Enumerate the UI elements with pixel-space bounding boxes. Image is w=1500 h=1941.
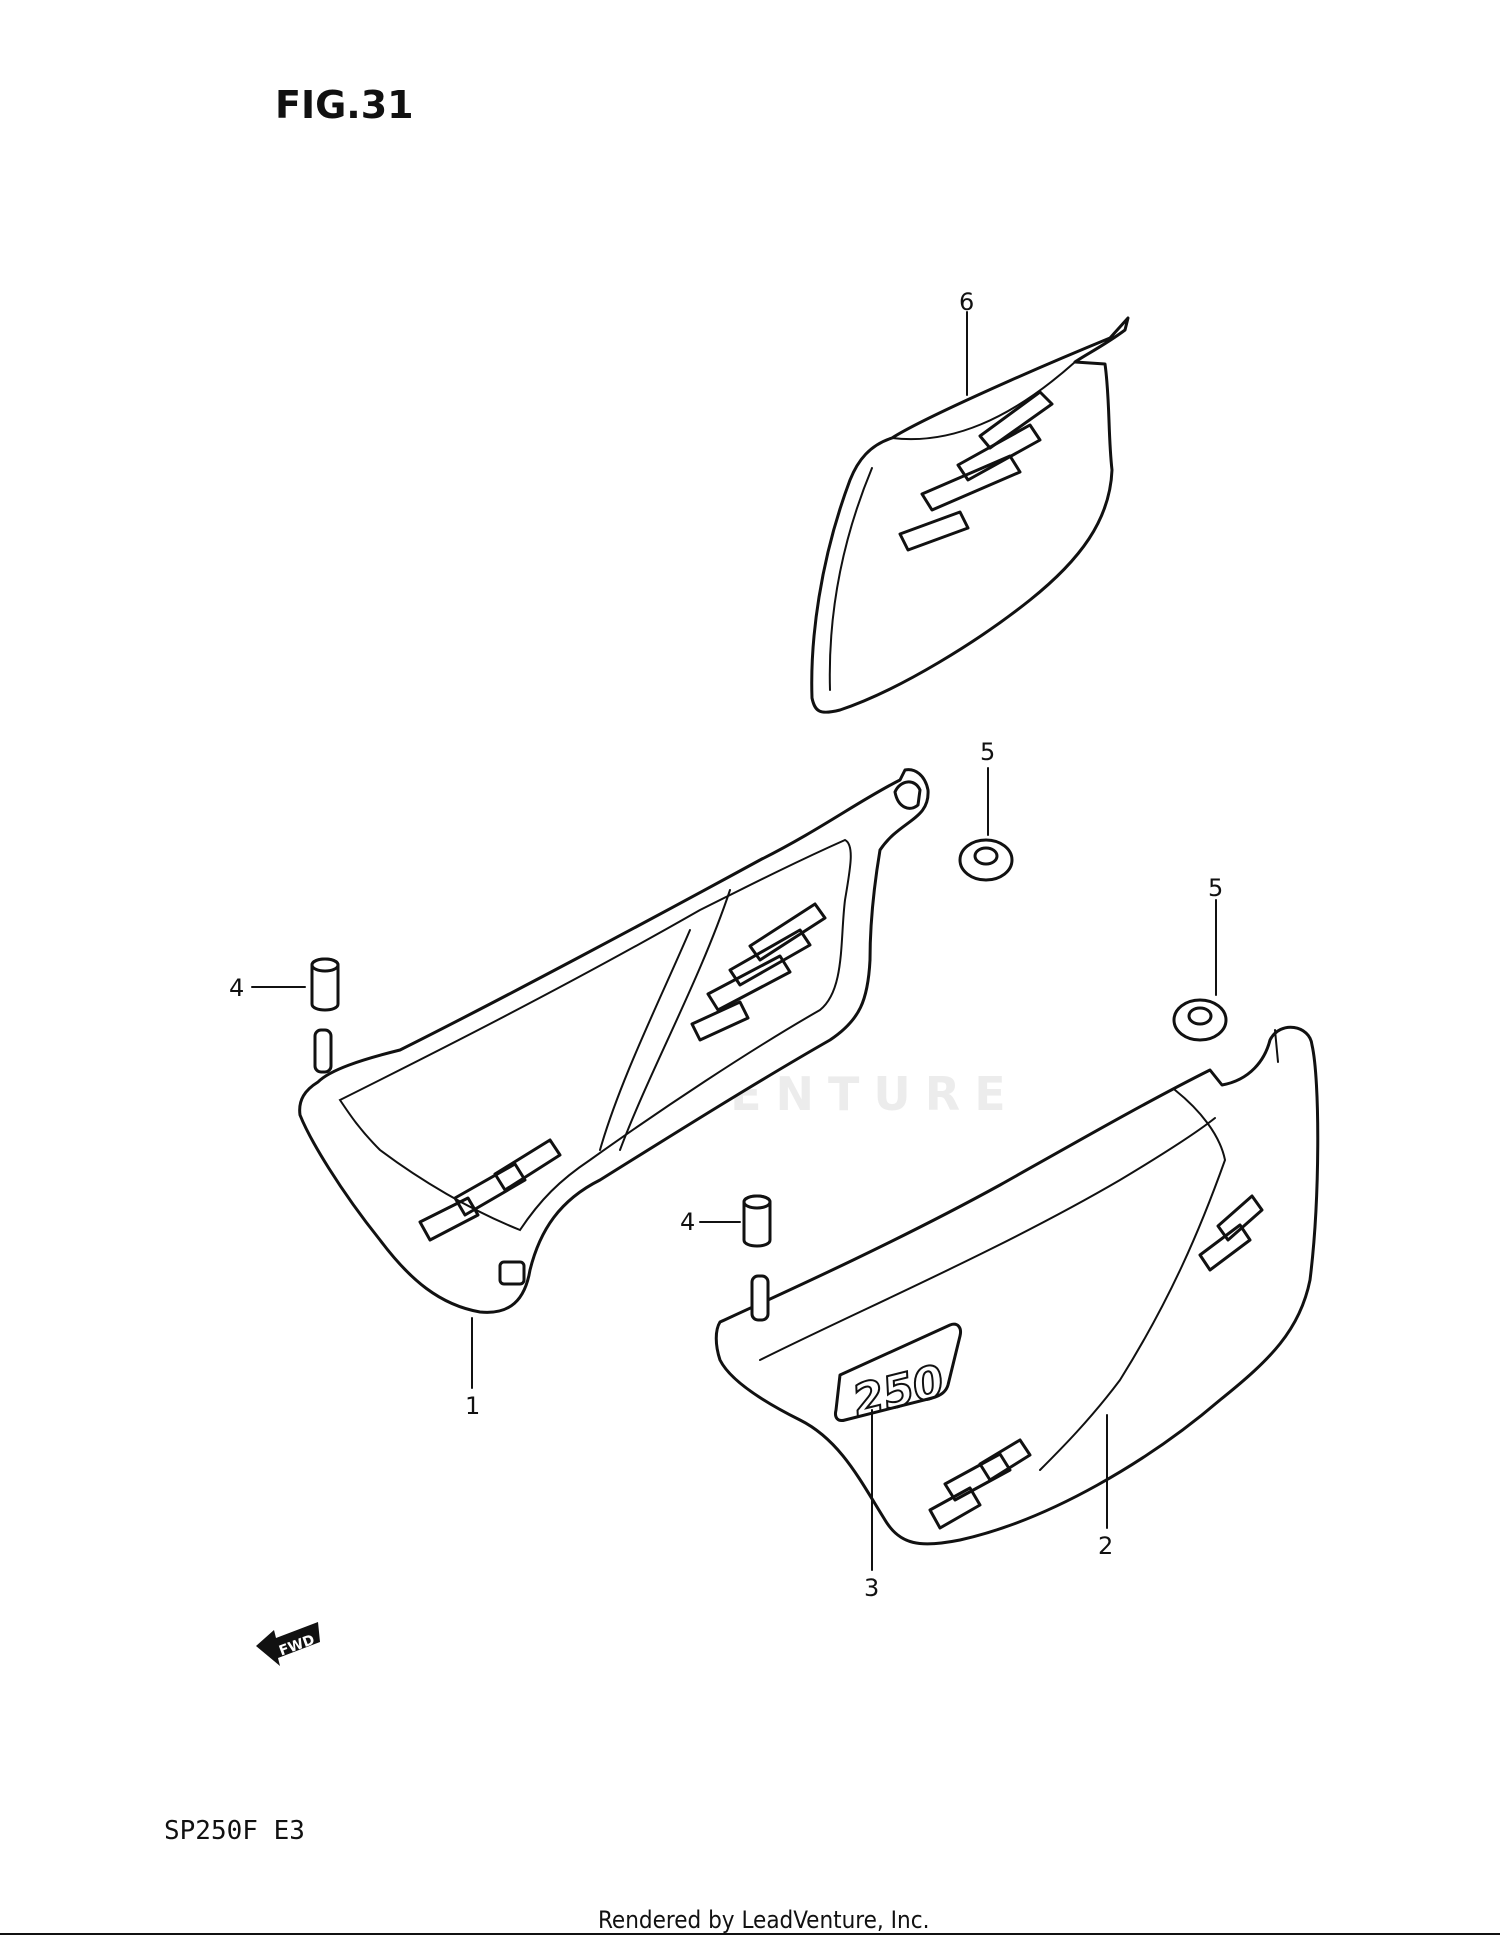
callout-3: 3 [864,1574,879,1602]
part-4-cap-left [310,957,340,1012]
callout-4a: 4 [229,974,244,1002]
part-5-grommet-upper [958,838,1014,882]
leader-lines [251,311,1217,1571]
part-1-left-frame-cover [298,768,930,1314]
callout-5a: 5 [980,738,995,766]
callout-4b: 4 [680,1208,695,1236]
part-2-right-side-cover: 250 [714,1025,1320,1546]
emblem-250-frame [834,1322,962,1422]
fwd-arrow-icon: FWD [256,1622,320,1666]
part-6-cover-plate [810,316,1130,714]
callout-6: 6 [959,288,974,316]
callout-1: 1 [465,1392,480,1420]
part-4-cap-right [742,1194,772,1248]
part-5-grommet-lower [1172,998,1228,1042]
figure-title: FIG.31 [275,83,414,127]
model-code: SP250F E3 [164,1816,305,1846]
callout-2: 2 [1098,1532,1113,1560]
footer-text: Rendered by LeadVenture, Inc. [598,1906,929,1934]
callout-5b: 5 [1208,874,1223,902]
